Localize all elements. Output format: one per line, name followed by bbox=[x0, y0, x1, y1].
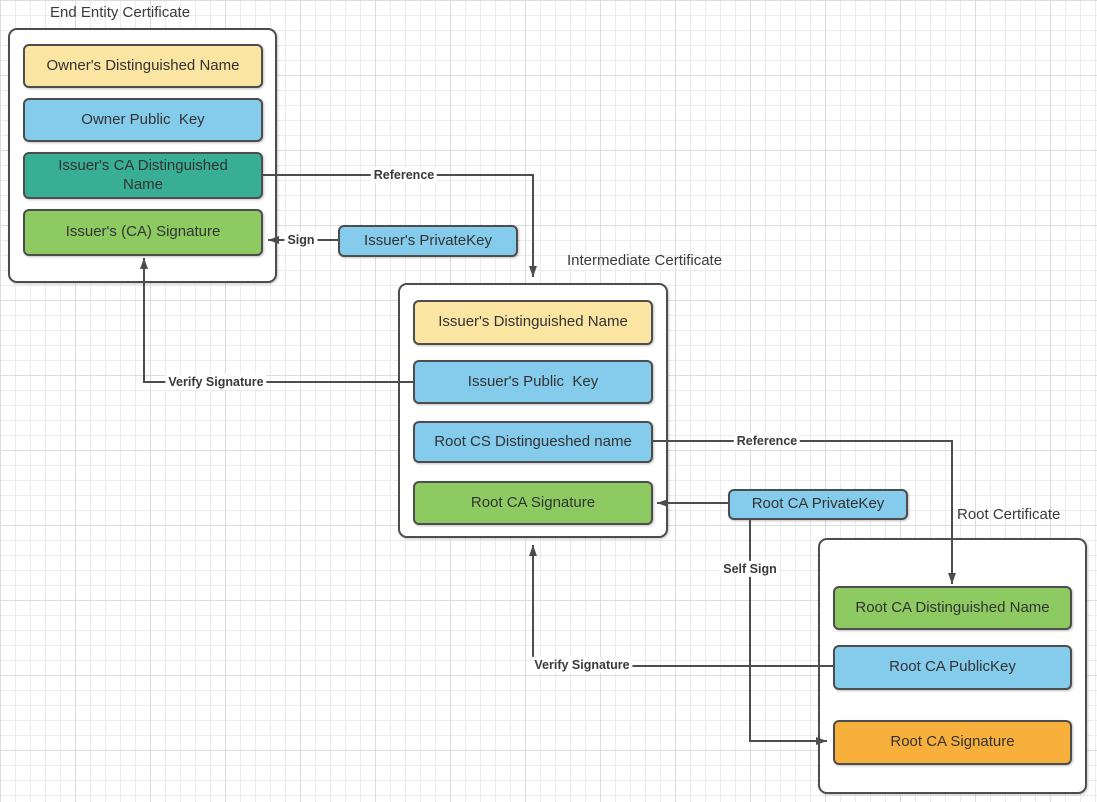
group-title-root-certificate: Root Certificate bbox=[957, 506, 1061, 523]
group-title-end-entity-certificate: End Entity Certificate bbox=[50, 4, 191, 21]
box-root-ca-publickey-label: Root CA PublicKey bbox=[889, 658, 1016, 676]
box-issuers-privatekey-label: Issuer's PrivateKey bbox=[364, 231, 492, 249]
box-issuers-distinguished-name-label: Issuer's Distinguished Name bbox=[438, 313, 628, 331]
box-issuers-distinguished-name[interactable]: Issuer's Distinguished Name bbox=[413, 300, 653, 345]
edge-label-verify-signature-bottom: Verify Signature bbox=[531, 656, 633, 674]
box-root-cs-distingueshed-name[interactable]: Root CS Distingueshed name bbox=[413, 421, 653, 463]
box-root-ca-signature-intermediate-label: Root CA Signature bbox=[470, 493, 596, 511]
edge-label-self-sign: Self Sign bbox=[720, 560, 780, 578]
box-root-ca-privatekey[interactable]: Root CA PrivateKey bbox=[728, 489, 908, 520]
box-owners-distinguished-name-label: Owner's Distinguished Name bbox=[46, 56, 240, 74]
box-root-ca-distinguished-name-label: Root CA Distinguished Name bbox=[855, 598, 1050, 616]
box-owners-distinguished-name[interactable]: Owner's Distinguished Name bbox=[23, 44, 263, 88]
box-owner-public-key[interactable]: Owner Public Key bbox=[23, 98, 263, 142]
box-issuers-privatekey[interactable]: Issuer's PrivateKey bbox=[338, 225, 518, 257]
box-root-ca-signature-intermediate[interactable]: Root CA Signature bbox=[413, 481, 653, 525]
box-issuers-public-key-label: Issuer's Public Key bbox=[467, 372, 599, 390]
box-root-ca-signature-root[interactable]: Root CA Signature bbox=[833, 720, 1072, 765]
group-title-intermediate-certificate: Intermediate Certificate bbox=[567, 252, 723, 269]
edge-label-reference-top: Reference bbox=[370, 166, 438, 184]
box-root-ca-privatekey-label: Root CA PrivateKey bbox=[751, 495, 885, 513]
box-root-ca-distinguished-name[interactable]: Root CA Distinguished Name bbox=[833, 586, 1072, 630]
box-issuers-public-key[interactable]: Issuer's Public Key bbox=[413, 360, 653, 404]
box-root-ca-signature-root-label: Root CA Signature bbox=[890, 733, 1015, 751]
box-owner-public-key-label: Owner Public Key bbox=[81, 110, 205, 128]
box-issuers-ca-distinguished-name[interactable]: Issuer's CA Distinguished Name bbox=[23, 152, 263, 199]
edge-self-sign[interactable] bbox=[749, 520, 827, 745]
box-issuers-ca-distinguished-name-label: Issuer's CA Distinguished Name bbox=[58, 156, 228, 193]
edge-label-sign: Sign bbox=[284, 231, 318, 249]
edge-verify-signature-bottom[interactable] bbox=[529, 545, 833, 667]
edge-label-verify-signature-left: Verify Signature bbox=[165, 373, 267, 391]
edge-label-reference-right: Reference bbox=[733, 432, 801, 450]
box-root-cs-distingueshed-name-label: Root CS Distingueshed name bbox=[434, 432, 632, 450]
box-root-ca-publickey[interactable]: Root CA PublicKey bbox=[833, 645, 1072, 690]
box-issuers-ca-signature[interactable]: Issuer's (CA) Signature bbox=[23, 209, 263, 256]
box-issuers-ca-signature-label: Issuer's (CA) Signature bbox=[65, 223, 221, 241]
